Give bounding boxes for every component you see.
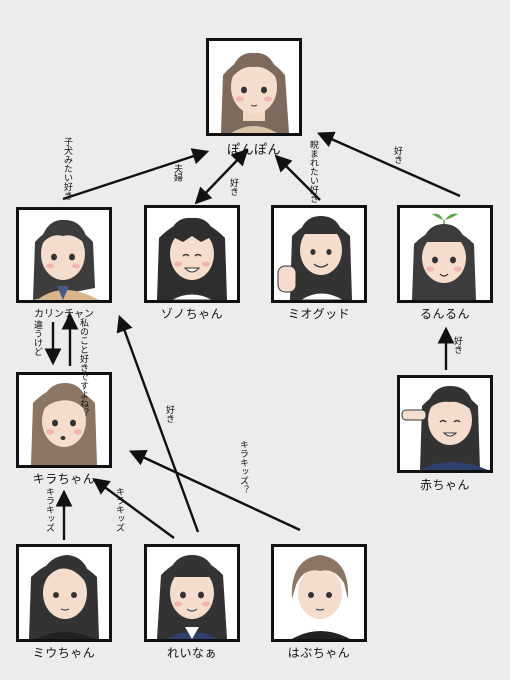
portrait-ponpon xyxy=(206,38,302,136)
label-kira-to-karin: 私のこと好きですよね？ xyxy=(78,318,88,417)
label-karin-to-kira: 違うけど xyxy=(32,320,42,356)
arrow-habu-to-kira xyxy=(128,450,301,532)
portrait-aka xyxy=(397,375,493,473)
label-zono-ponpon-like: 好き xyxy=(228,178,238,196)
face-illustration-miu xyxy=(29,555,99,639)
label-runrun-to-ponpon: 好き xyxy=(392,146,402,164)
face-illustration-kira xyxy=(31,383,97,465)
face-illustration-reina xyxy=(157,555,227,639)
arrow-mio-to-ponpon xyxy=(274,154,321,201)
portrait-mio xyxy=(271,205,367,303)
portrait-reina xyxy=(144,544,240,642)
name-miu: ミウちゃん xyxy=(32,646,96,660)
face-illustration-mio xyxy=(277,216,352,300)
arrow-runrun-to-ponpon xyxy=(316,131,461,198)
name-zono: ゾノちゃん xyxy=(160,307,224,321)
portrait-miu xyxy=(16,544,112,642)
label-habu-to-kira: キラキッズ？ xyxy=(238,440,248,494)
label-miu-to-kira: キラキッズ xyxy=(44,487,54,532)
name-karin: カリンチャン xyxy=(34,309,94,320)
label-karin-to-ponpon: 子犬みたい好き xyxy=(62,137,72,200)
portrait-kira xyxy=(16,372,112,468)
name-runrun: るんるん xyxy=(419,307,471,321)
label-aka-to-runrun: 好き xyxy=(452,336,462,354)
portrait-habu xyxy=(271,544,367,642)
portrait-runrun xyxy=(397,205,493,303)
arrow-karin-to-ponpon xyxy=(62,148,210,201)
name-habu: はぶちゃん xyxy=(287,646,351,660)
face-illustration-habu xyxy=(291,555,350,639)
face-illustration-runrun xyxy=(412,213,476,300)
name-mio: ミオグッド xyxy=(287,307,351,321)
name-aka: 赤ちゃん xyxy=(419,478,471,492)
arrow-reina-to-kira xyxy=(92,478,175,539)
label-reina-to-kira: キラキッズ xyxy=(114,487,124,532)
name-reina: れいなぁ xyxy=(166,646,218,660)
portrait-zono xyxy=(144,205,240,303)
name-kira: キラちゃん xyxy=(32,472,96,486)
label-reina-to-karin: 好き xyxy=(164,405,174,423)
portrait-karin xyxy=(16,207,112,303)
face-illustration-karin xyxy=(33,219,99,300)
label-mio-to-ponpon: 睨まれたい好き xyxy=(308,140,318,203)
arrow-reina-to-karin xyxy=(116,314,200,533)
face-illustration-ponpon xyxy=(221,52,289,133)
name-ponpon: ぽんぽん xyxy=(226,143,282,158)
face-illustration-aka xyxy=(401,386,488,470)
arrow-zono-ponpon xyxy=(194,148,249,205)
label-zono-ponpon: 夫婦 xyxy=(172,164,182,182)
face-illustration-zono xyxy=(157,217,227,300)
